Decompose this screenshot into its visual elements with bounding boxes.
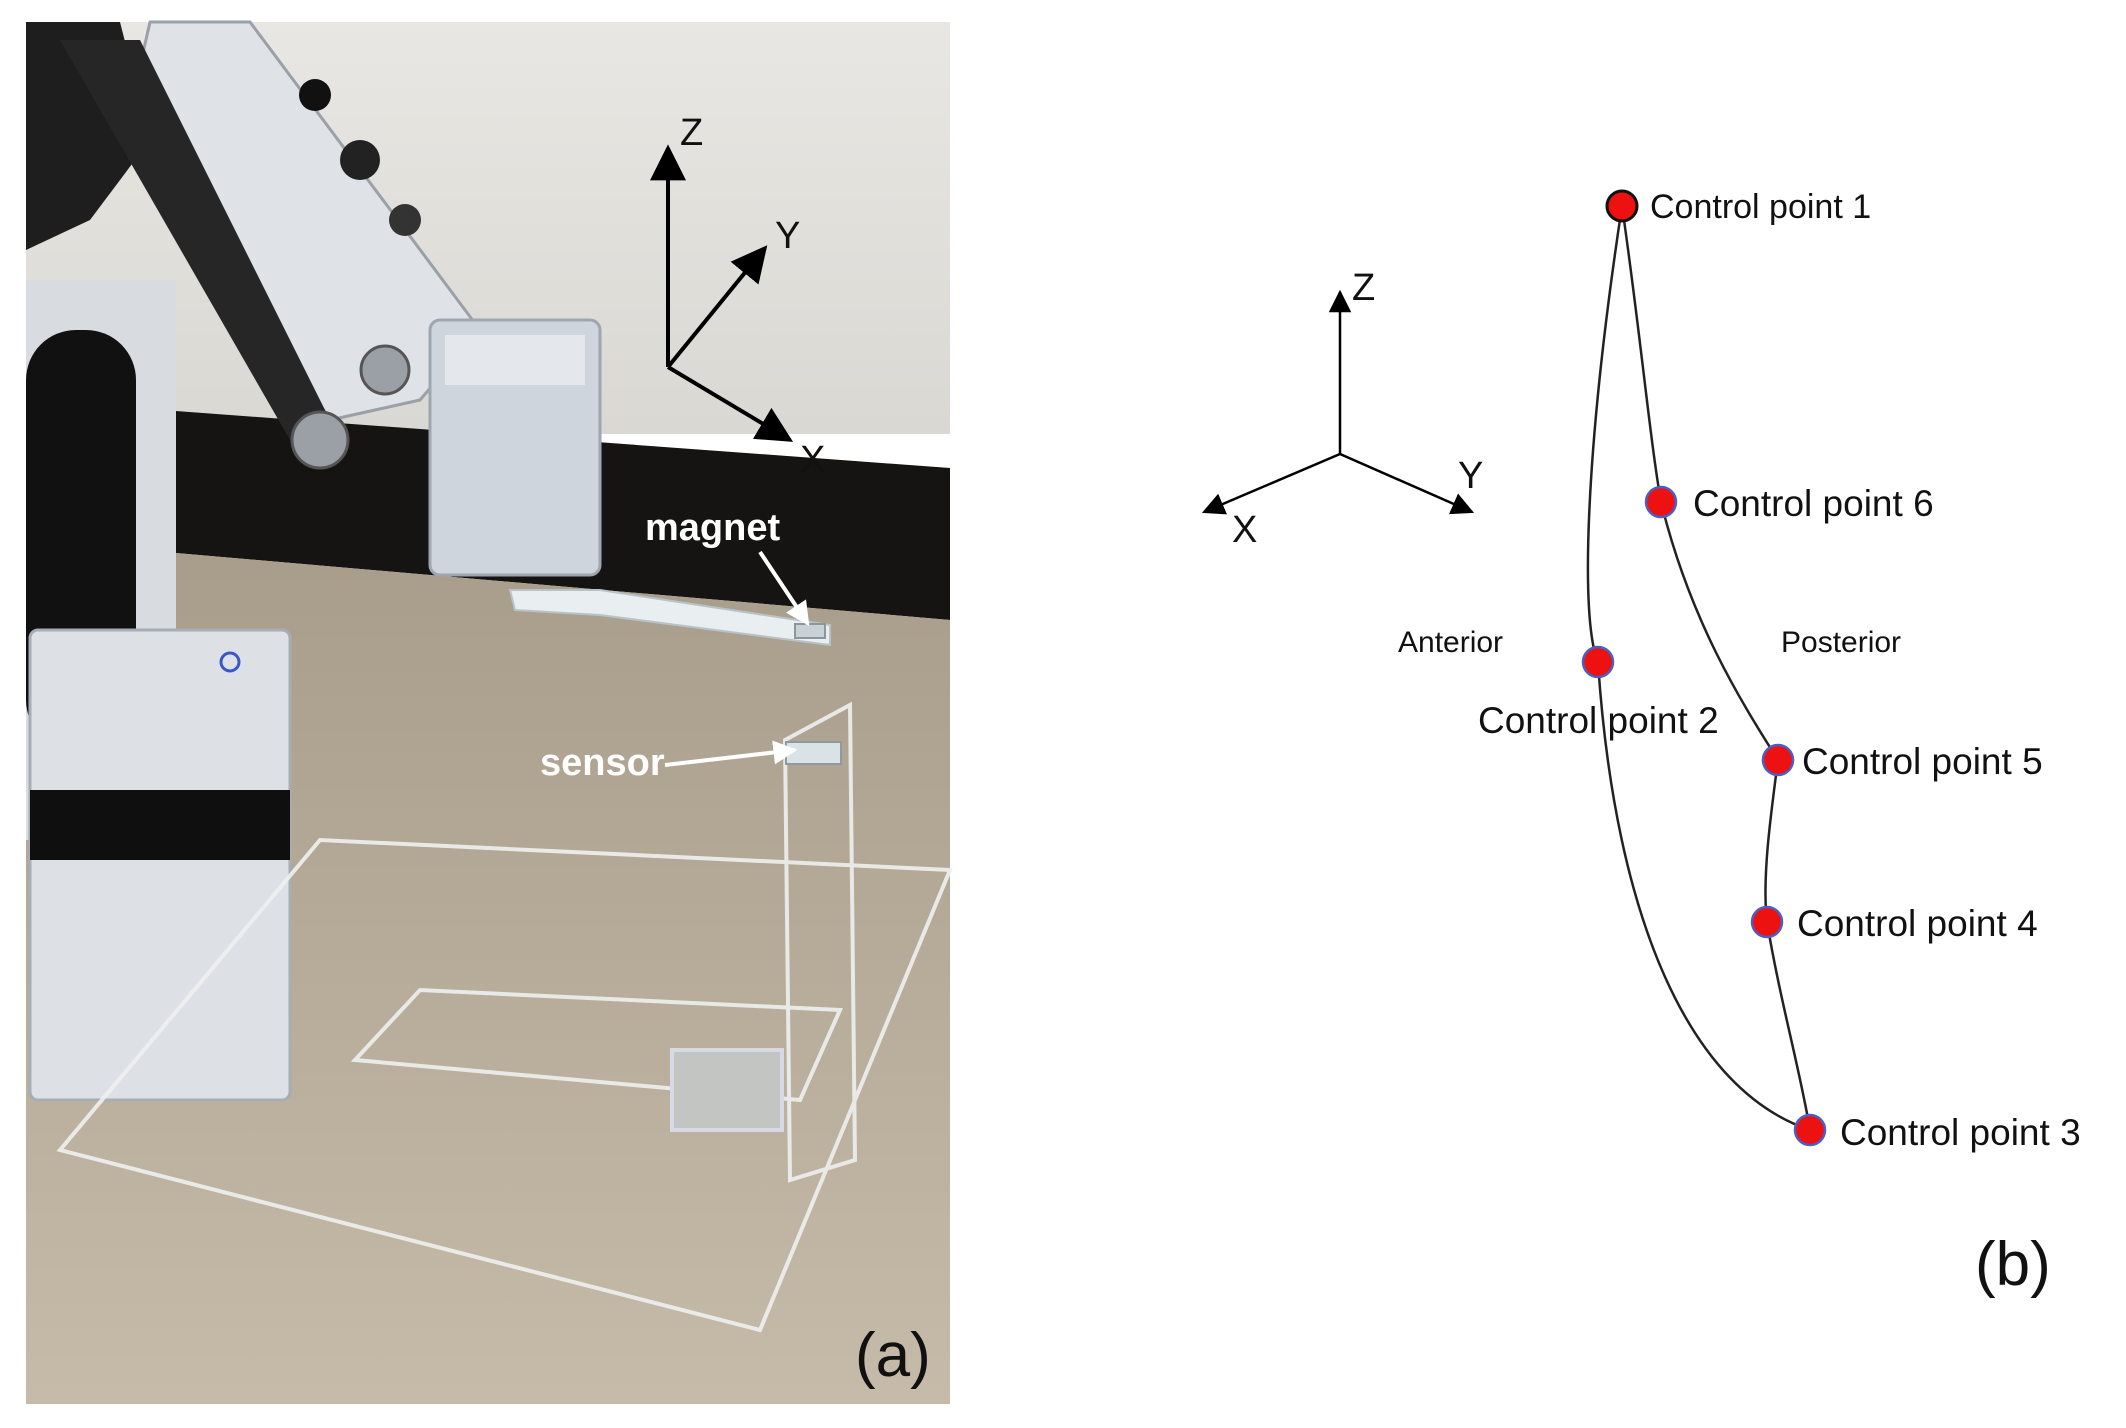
robot-arm [26, 20, 602, 1102]
control-point-5: Control point 5 [1761, 741, 2043, 782]
control-point-1-marker [1605, 189, 1639, 223]
control-point-1: Control point 1 [1605, 188, 1871, 226]
sensor [785, 741, 842, 765]
control-point-4: Control point 4 [1750, 903, 2038, 944]
control-point-5-marker [1761, 743, 1795, 777]
photo-axis-x-label: X [800, 439, 825, 481]
control-point-2: Control point 2 [1478, 645, 1719, 741]
panel-b-diagram: Z Y X Anterior Posterior Control point 1… [1201, 188, 2081, 1299]
control-point-6-marker [1644, 485, 1678, 519]
sensor-callout-arrow [664, 740, 798, 767]
diagram-axes [1201, 289, 1475, 515]
magnet-holder [508, 589, 831, 647]
control-point-2-label: Control point 2 [1478, 700, 1719, 741]
control-point-3-marker [1793, 1113, 1827, 1147]
anterior-label: Anterior [1398, 626, 1503, 659]
control-point-3: Control point 3 [1793, 1112, 2081, 1153]
acrylic-stand [56, 701, 953, 1333]
posterior-curve [1620, 205, 1812, 1131]
control-point-4-label: Control point 4 [1797, 903, 2038, 944]
control-point-6-label: Control point 6 [1693, 483, 1934, 524]
magnet-callout-label: magnet [645, 507, 780, 549]
diagram-axis-z-label: Z [1352, 267, 1375, 309]
control-point-2-marker [1581, 645, 1615, 679]
magnet [794, 623, 826, 639]
photo-axis-y-label: Y [775, 215, 800, 257]
diagram-axis-y-label: Y [1458, 455, 1483, 497]
panel-a-photo: Z Y X magnet sensor (a) [26, 20, 953, 1404]
control-point-6: Control point 6 [1644, 483, 1934, 524]
posterior-label: Posterior [1781, 626, 1901, 659]
magnet-callout-arrow [758, 550, 810, 626]
photo-axis-z-label: Z [680, 112, 703, 154]
diagram-axis-x-label: X [1232, 509, 1257, 551]
control-point-3-label: Control point 3 [1840, 1112, 2081, 1153]
anterior-curve [1586, 205, 1811, 1132]
photo-axes [650, 144, 794, 442]
panel-b-label: (b) [1975, 1230, 2051, 1299]
control-point-5-label: Control point 5 [1802, 741, 2043, 782]
panel-a-label: (a) [855, 1321, 931, 1390]
control-point-1-label: Control point 1 [1650, 188, 1871, 226]
sensor-callout-label: sensor [540, 742, 665, 784]
control-point-4-marker [1750, 905, 1784, 939]
